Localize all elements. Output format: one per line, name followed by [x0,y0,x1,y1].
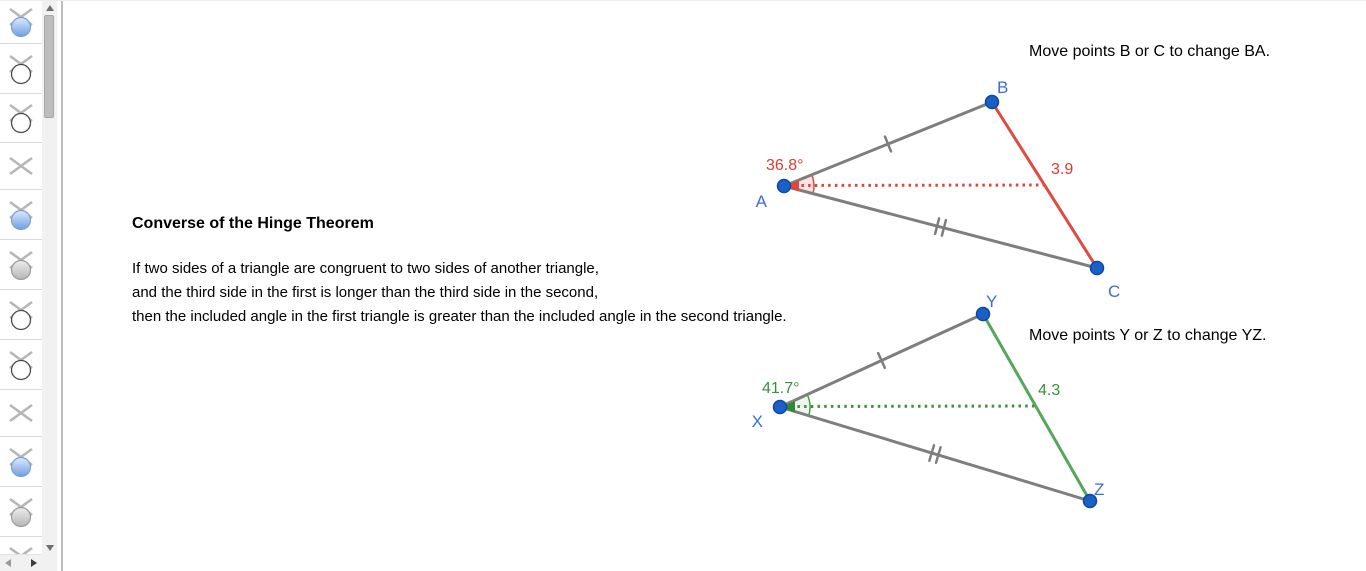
theorem-line-1: If two sides of a triangle are congruent… [132,260,599,277]
point-B[interactable] [984,94,1000,110]
label-C: C [1108,282,1120,301]
marble-toggle[interactable] [0,94,42,143]
horizontal-scrollbar[interactable] [0,554,42,571]
marble-blue-icon [9,7,33,37]
theorem-text: If two sides of a triangle are congruent… [132,257,787,329]
graphics-view: A B C 36.8° 3.9 X Y Z 41.7° 4.3 Converse… [61,0,1366,571]
marble-toggle[interactable] [0,390,42,437]
segment-YZ [981,312,1092,503]
marble-hollow-icon [9,54,33,84]
marble-toggle[interactable] [0,240,42,290]
point-A[interactable] [776,178,792,194]
dashed-segment-A [787,183,1045,187]
algebra-marble-column [0,0,42,571]
instruction-figure2: Move points Y or Z to change YZ. [1029,327,1267,344]
theorem-title: Converse of the Hinge Theorem [132,215,374,232]
scroll-thumb[interactable] [44,15,54,118]
marble-hollow-icon [9,103,33,134]
scroll-down-button[interactable] [45,545,54,551]
tick-AB [883,135,893,153]
marble-toggle[interactable] [0,290,42,340]
marble-toggle[interactable] [0,143,42,190]
point-Y[interactable] [975,306,991,322]
side-value-YZ: 4.3 [1038,382,1060,399]
scroll-left-button[interactable] [5,559,11,567]
angle-value-X: 41.7° [762,380,800,397]
segment-BC [990,100,1099,270]
label-X: X [752,412,763,431]
angle-value-A: 36.8° [766,157,804,174]
marble-hollow-icon [9,300,33,330]
theorem-line-3: then the included angle in the first tri… [132,308,787,325]
window-top-border [0,0,1366,1]
angle-arrowhead-X [780,401,795,413]
marble-toggle[interactable] [0,340,42,390]
point-Z[interactable] [1082,493,1098,509]
vertical-scrollbar[interactable] [42,0,57,571]
side-value-BC: 3.9 [1051,161,1073,178]
cross-icon [9,156,33,176]
label-A: A [756,192,768,211]
tick-AC-1 [933,217,941,236]
tick-XZ-1 [928,444,936,462]
label-B: B [997,78,1008,97]
panel-gap [57,0,61,571]
dashed-segment-X [783,404,1036,408]
marble-toggle[interactable] [0,487,42,537]
tick-AC-2 [940,218,948,237]
point-X[interactable] [772,399,788,415]
segment-AC [782,184,1099,270]
marble-blue-icon [9,447,33,477]
angle-arrowhead-A [784,180,799,192]
instruction-figure1: Move points B or C to change BA. [1029,43,1271,60]
tick-XZ-2 [934,446,942,464]
tick-XY [876,351,887,370]
theorem-line-2: and the third side in the first is longe… [132,284,599,301]
marble-toggle[interactable] [0,190,42,240]
marble-toggle[interactable] [0,437,42,487]
segment-XZ [778,405,1092,503]
scroll-right-button[interactable] [31,559,37,567]
label-Z: Z [1094,480,1104,499]
geometry-canvas: A B C 36.8° 3.9 X Y Z 41.7° 4.3 [752,78,1120,509]
marble-toggle[interactable] [0,0,42,44]
marble-hollow-icon [9,350,33,380]
label-Y: Y [986,292,997,311]
marble-gray-icon [9,250,33,280]
cross-icon [9,403,33,423]
scroll-up-button[interactable] [45,5,54,11]
marble-blue-icon [9,200,33,230]
point-C[interactable] [1089,260,1105,276]
marble-toggle[interactable] [0,44,42,94]
marble-gray-icon [9,497,33,527]
